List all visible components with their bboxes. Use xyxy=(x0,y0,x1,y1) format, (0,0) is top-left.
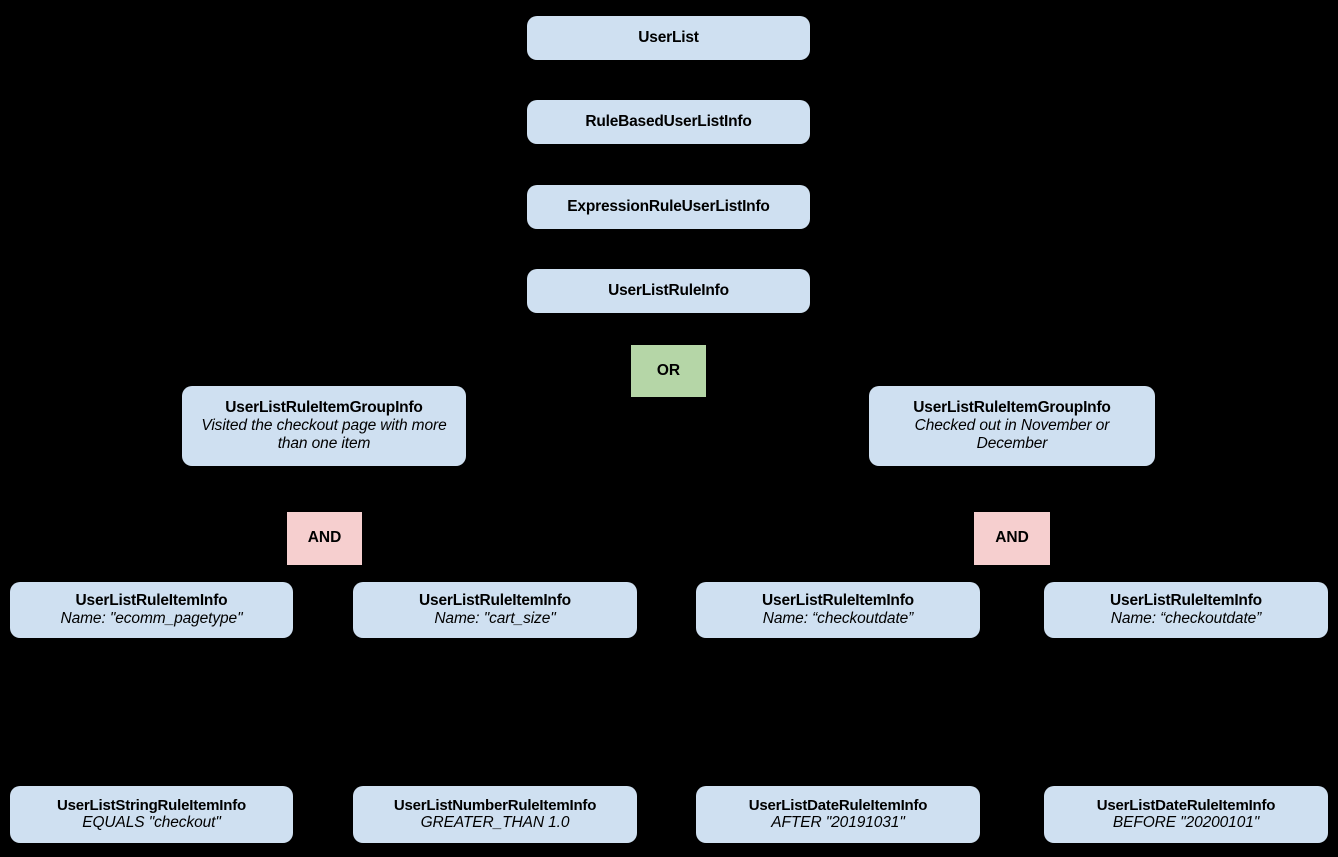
node-leaf-date-rule-item-after-detail: AFTER "20191031" xyxy=(771,814,905,832)
node-rule-item-1-title: UserListRuleItemInfo xyxy=(75,591,228,609)
node-rule-item-3-title: UserListRuleItemInfo xyxy=(762,591,914,609)
node-leaf-date-rule-item-before-title: UserListDateRuleItemInfo xyxy=(1096,796,1276,814)
node-rule-item-1[interactable]: UserListRuleItemInfo Name: "ecomm_pagety… xyxy=(10,582,293,638)
node-rule-item-4[interactable]: UserListRuleItemInfo Name: “checkoutdate… xyxy=(1044,582,1328,638)
node-leaf-date-rule-item-before-detail: BEFORE "20200101" xyxy=(1112,814,1260,832)
node-rule-item-2[interactable]: UserListRuleItemInfo Name: "cart_size" xyxy=(353,582,637,638)
node-leaf-number-rule-item[interactable]: UserListNumberRuleItemInfo GREATER_THAN … xyxy=(353,786,637,843)
node-leaf-date-rule-item-after[interactable]: UserListDateRuleItemInfo AFTER "20191031… xyxy=(696,786,980,843)
node-rule-item-2-detail: Name: "cart_size" xyxy=(434,610,556,627)
node-rule-item-group-left[interactable]: UserListRuleItemGroupInfo Visited the ch… xyxy=(182,386,466,466)
node-userlistruleinfo-title: UserListRuleInfo xyxy=(608,281,729,299)
node-leaf-string-rule-item[interactable]: UserListStringRuleItemInfo EQUALS "check… xyxy=(10,786,293,843)
node-leaf-string-rule-item-detail: EQUALS "checkout" xyxy=(82,814,221,832)
node-leaf-string-rule-item-title: UserListStringRuleItemInfo xyxy=(57,796,246,814)
node-rule-item-group-right-title: UserListRuleItemGroupInfo xyxy=(913,398,1111,416)
node-rule-item-1-detail: Name: "ecomm_pagetype" xyxy=(60,610,243,627)
node-rule-item-group-right[interactable]: UserListRuleItemGroupInfo Checked out in… xyxy=(869,386,1155,466)
node-rulebaseduserlistinfo[interactable]: RuleBasedUserListInfo xyxy=(527,100,810,144)
node-leaf-number-rule-item-title: UserListNumberRuleItemInfo xyxy=(393,796,597,814)
edge-and-right-to-item-4 xyxy=(1033,564,1187,583)
node-rule-item-4-detail: Name: “checkoutdate” xyxy=(1110,610,1262,627)
node-userlistruleinfo[interactable]: UserListRuleInfo xyxy=(527,269,810,313)
operator-or[interactable]: OR xyxy=(631,345,706,397)
operator-and-right-label: AND xyxy=(995,529,1029,547)
operator-or-label: OR xyxy=(656,361,681,379)
edge-and-right-to-item-3 xyxy=(837,564,991,583)
node-leaf-number-rule-item-detail: GREATER_THAN 1.0 xyxy=(420,814,570,832)
node-userlist[interactable]: UserList xyxy=(527,16,810,60)
node-rulebaseduserlistinfo-title: RuleBasedUserListInfo xyxy=(585,112,752,130)
operator-and-right[interactable]: AND xyxy=(974,512,1050,565)
node-rule-item-group-left-detail: Visited the checkout page with more than… xyxy=(201,416,447,453)
node-rule-item-3[interactable]: UserListRuleItemInfo Name: “checkoutdate… xyxy=(696,582,980,638)
node-rule-item-2-title: UserListRuleItemInfo xyxy=(419,591,571,609)
node-rule-item-group-left-title: UserListRuleItemGroupInfo xyxy=(225,398,423,416)
operator-and-left-label: AND xyxy=(307,529,342,547)
node-userlist-title: UserList xyxy=(638,28,699,46)
operator-and-left[interactable]: AND xyxy=(287,512,362,565)
node-leaf-date-rule-item-before[interactable]: UserListDateRuleItemInfo BEFORE "2020010… xyxy=(1044,786,1328,843)
node-rule-item-3-detail: Name: “checkoutdate” xyxy=(762,610,914,627)
node-rule-item-4-title: UserListRuleItemInfo xyxy=(1110,591,1262,609)
edge-and-left-to-item-1 xyxy=(150,564,301,583)
edge-and-left-to-item-2 xyxy=(347,564,496,583)
node-rule-item-group-right-detail: Checked out in November or December xyxy=(914,416,1110,453)
node-leaf-date-rule-item-after-title: UserListDateRuleItemInfo xyxy=(748,796,928,814)
node-expressionruleuserlistinfo-title: ExpressionRuleUserListInfo xyxy=(567,197,770,215)
node-expressionruleuserlistinfo[interactable]: ExpressionRuleUserListInfo xyxy=(527,185,810,229)
